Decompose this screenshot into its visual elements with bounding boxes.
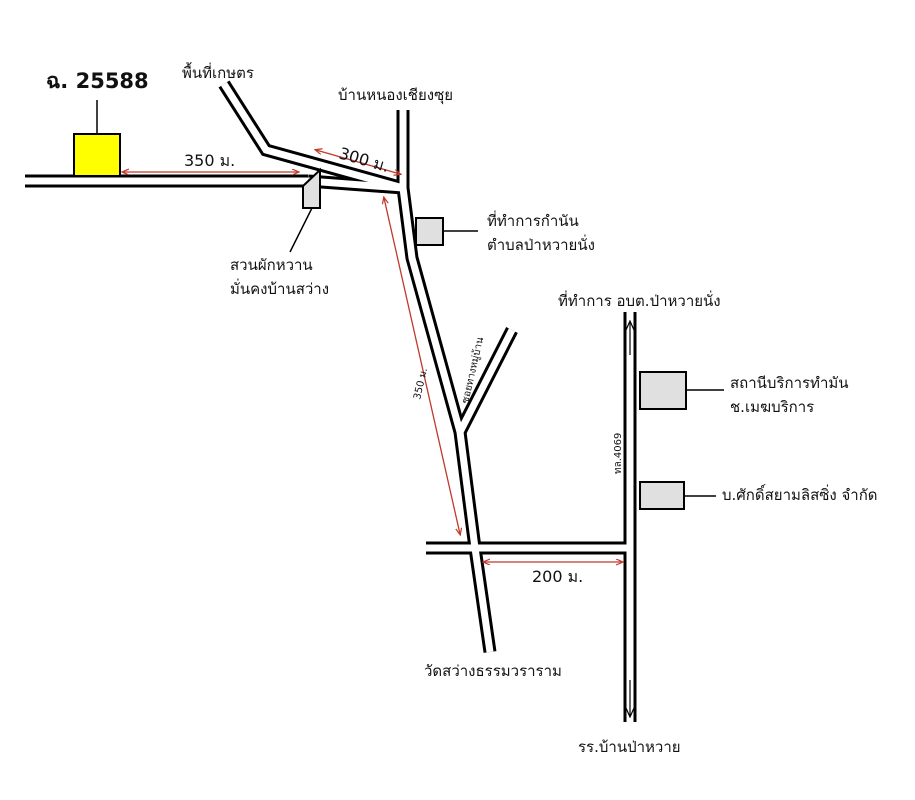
company-building [639,481,685,510]
map-title: ฉ. 25588 [46,69,149,93]
garden-label-line1: สวนผักหวาน [230,256,313,274]
target-plot-marker [73,133,121,177]
sao-office-label: ที่ทำการ อบต.ป่าหวายนั่ง [558,290,721,310]
agri-area-label: พื้นที่เกษตร [182,62,254,82]
distance-label-350m: 350 ม. [184,151,235,170]
garden-leader-line [289,207,313,253]
village-north-label: บ้านหนองเชียงซุย [338,86,453,105]
garden-label-line2: มั่นคงบ้านสว่าง [230,278,329,298]
kamnan-office-building [415,217,444,246]
distance-arrow-350m-diagonal [384,198,460,534]
kamnan-office-label-line2: ตำบลป่าหวายนั่ง [487,234,595,254]
gas-station-building [639,371,687,410]
highway-label: ทล.4069 [613,433,624,474]
distance-label-350m-diagonal: 350 ม. [412,367,430,401]
gas-station-label-line1: สถานีบริการทำมัน [730,374,849,392]
temple-label: วัดสว่างธรรมวราราม [424,662,562,680]
gas-station-label-line2: ช.เมฆบริการ [730,398,814,416]
kamnan-office-label-line1: ที่ทำการกำนัน [487,210,579,230]
company-label: บ.ศักดิ์สยามลิสซิ่ง จำกัด [722,484,878,504]
distance-label-200m: 200 ม. [532,567,583,586]
roads [25,80,637,722]
distance-arrow-300m [316,150,400,174]
school-label: รร.บ้านป่าหวาย [578,738,681,756]
